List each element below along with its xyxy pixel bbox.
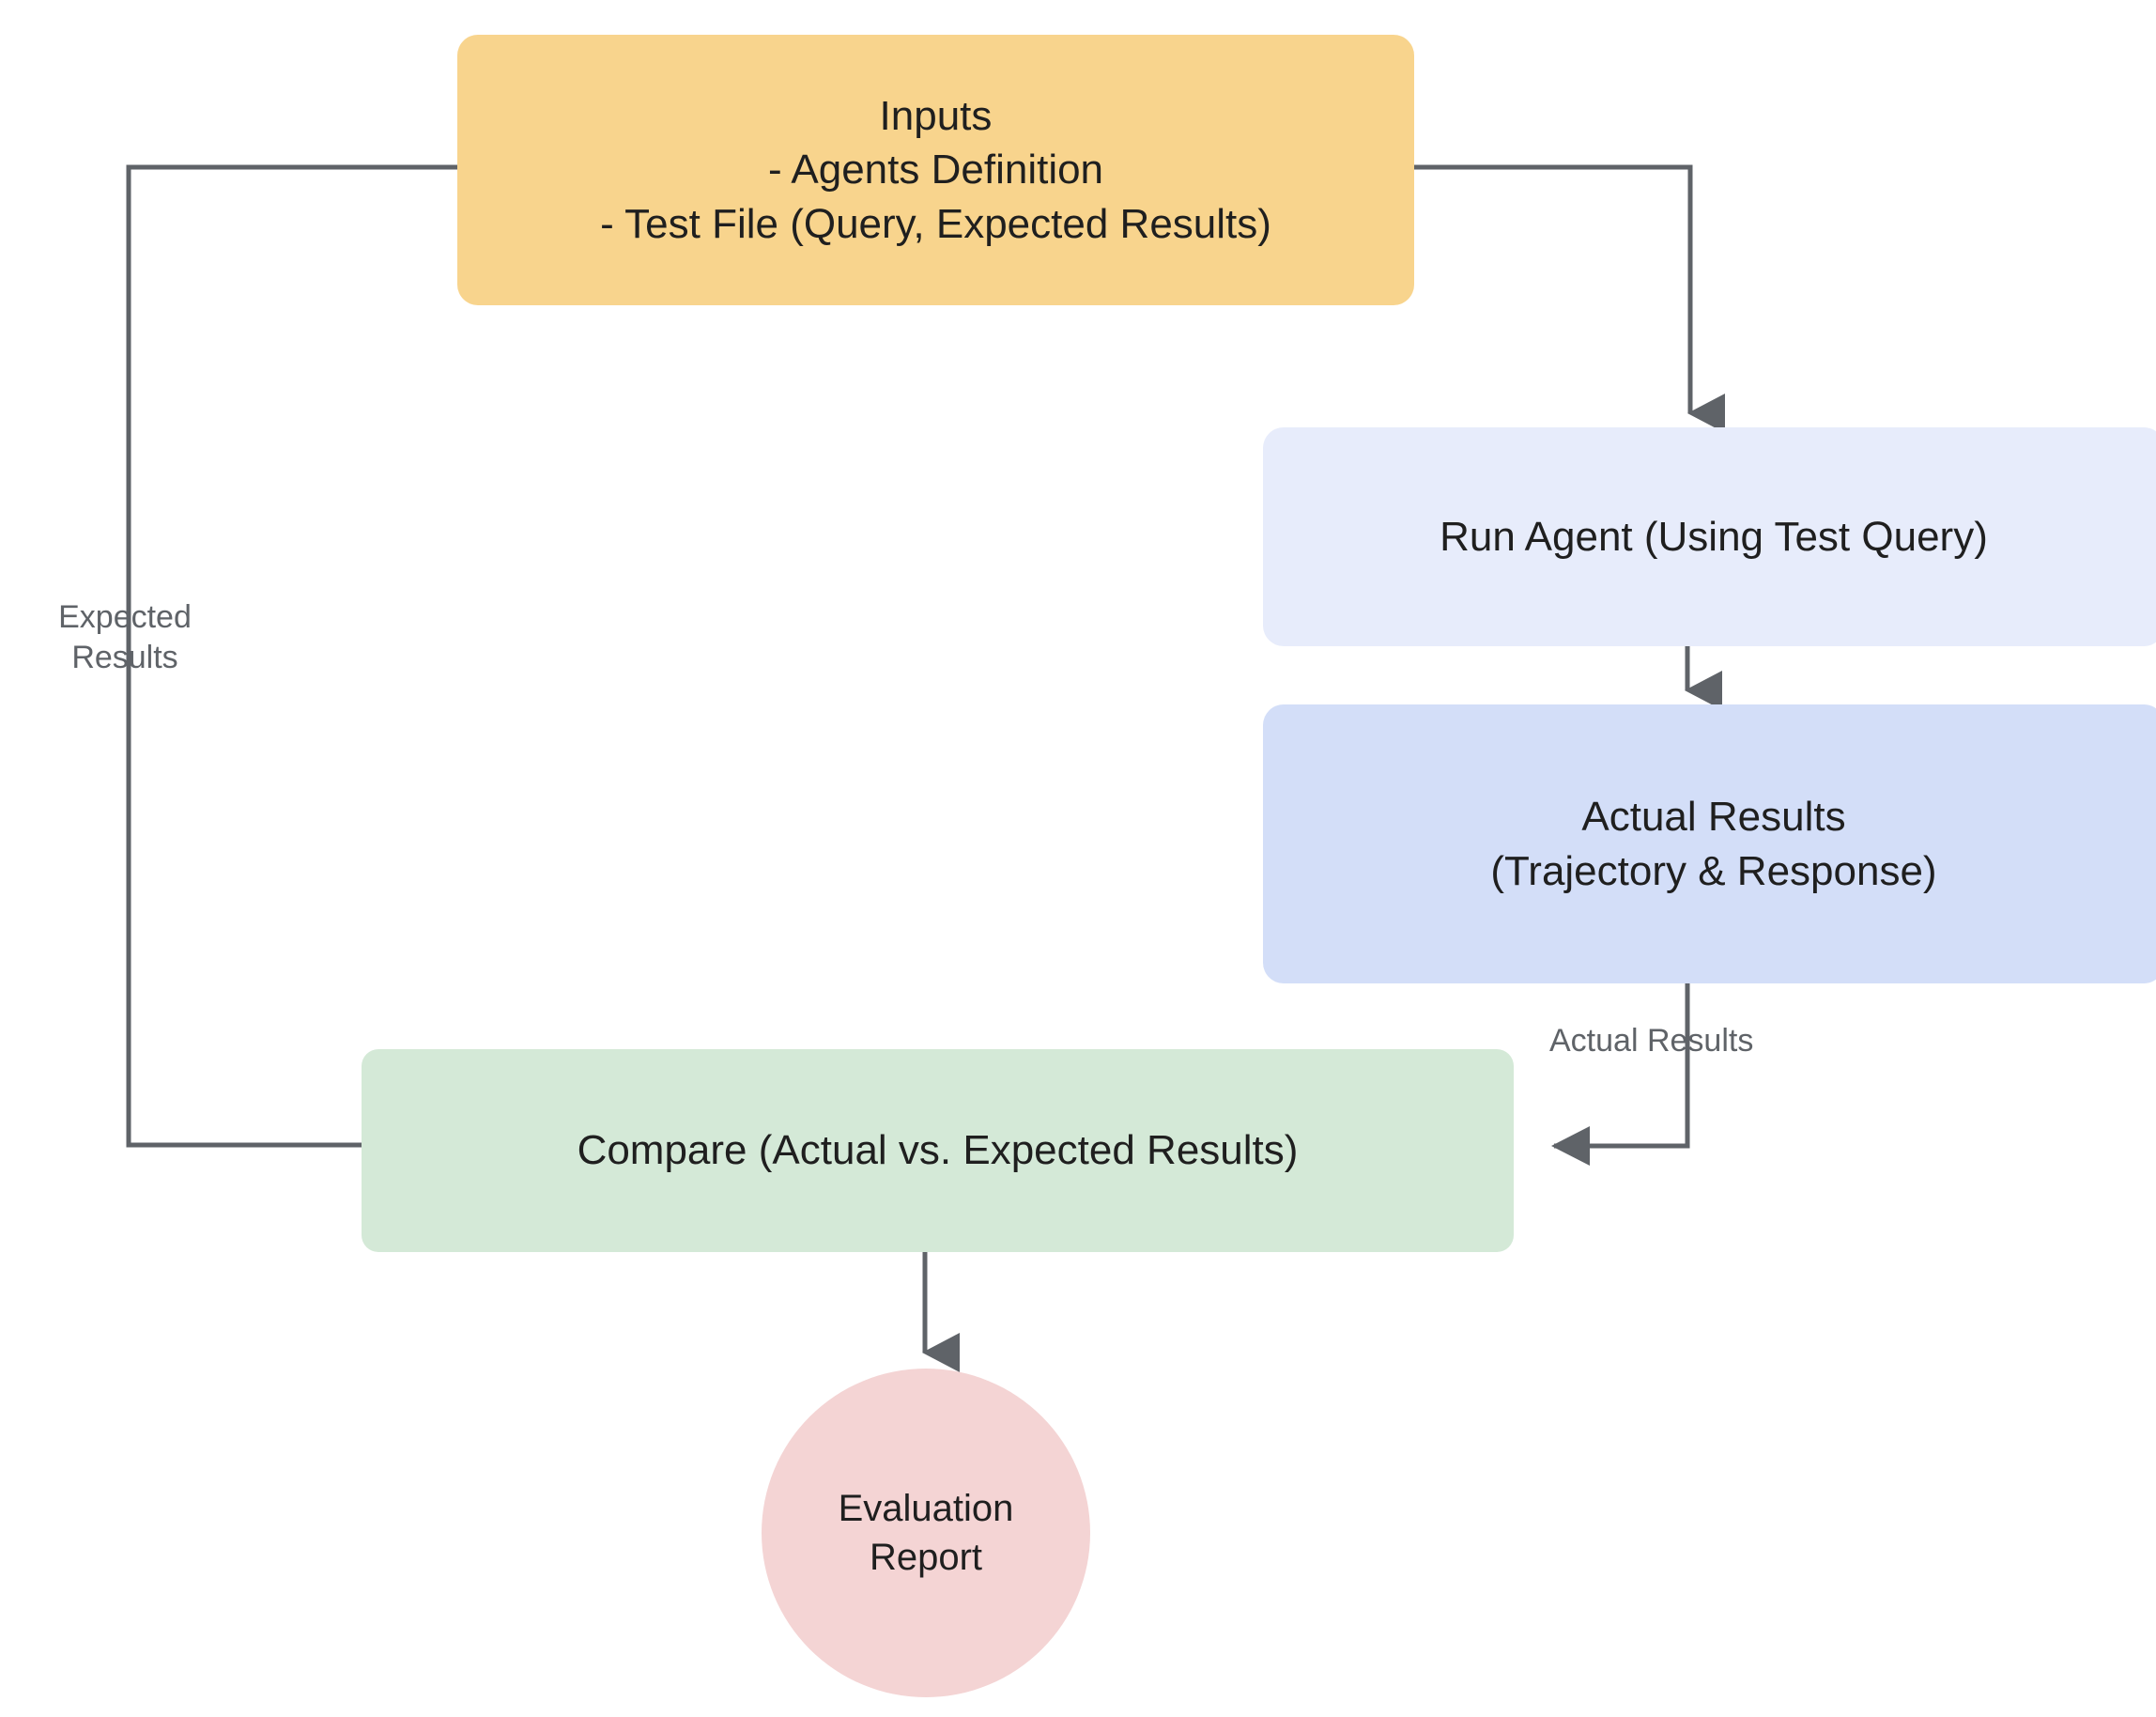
node-actual-results[interactable]: Actual Results (Trajectory & Response): [1263, 704, 2156, 983]
node-compare[interactable]: Compare (Actual vs. Expected Results): [362, 1049, 1514, 1252]
edge-inputs-to-run-agent: [1414, 164, 1725, 433]
edge-label-expected-results: Expected Results: [58, 599, 192, 675]
node-evaluation-report[interactable]: Evaluation Report: [762, 1369, 1090, 1697]
node-run-agent[interactable]: Run Agent (Using Test Query): [1263, 427, 2156, 646]
edge-actual-results-to-compare: [1551, 983, 1690, 1166]
node-inputs[interactable]: Inputs - Agents Definition - Test File (…: [457, 35, 1414, 305]
edge-label-actual-results: Actual Results: [1549, 1023, 1754, 1059]
edge-inputs-to-compare: [126, 164, 1465, 1165]
